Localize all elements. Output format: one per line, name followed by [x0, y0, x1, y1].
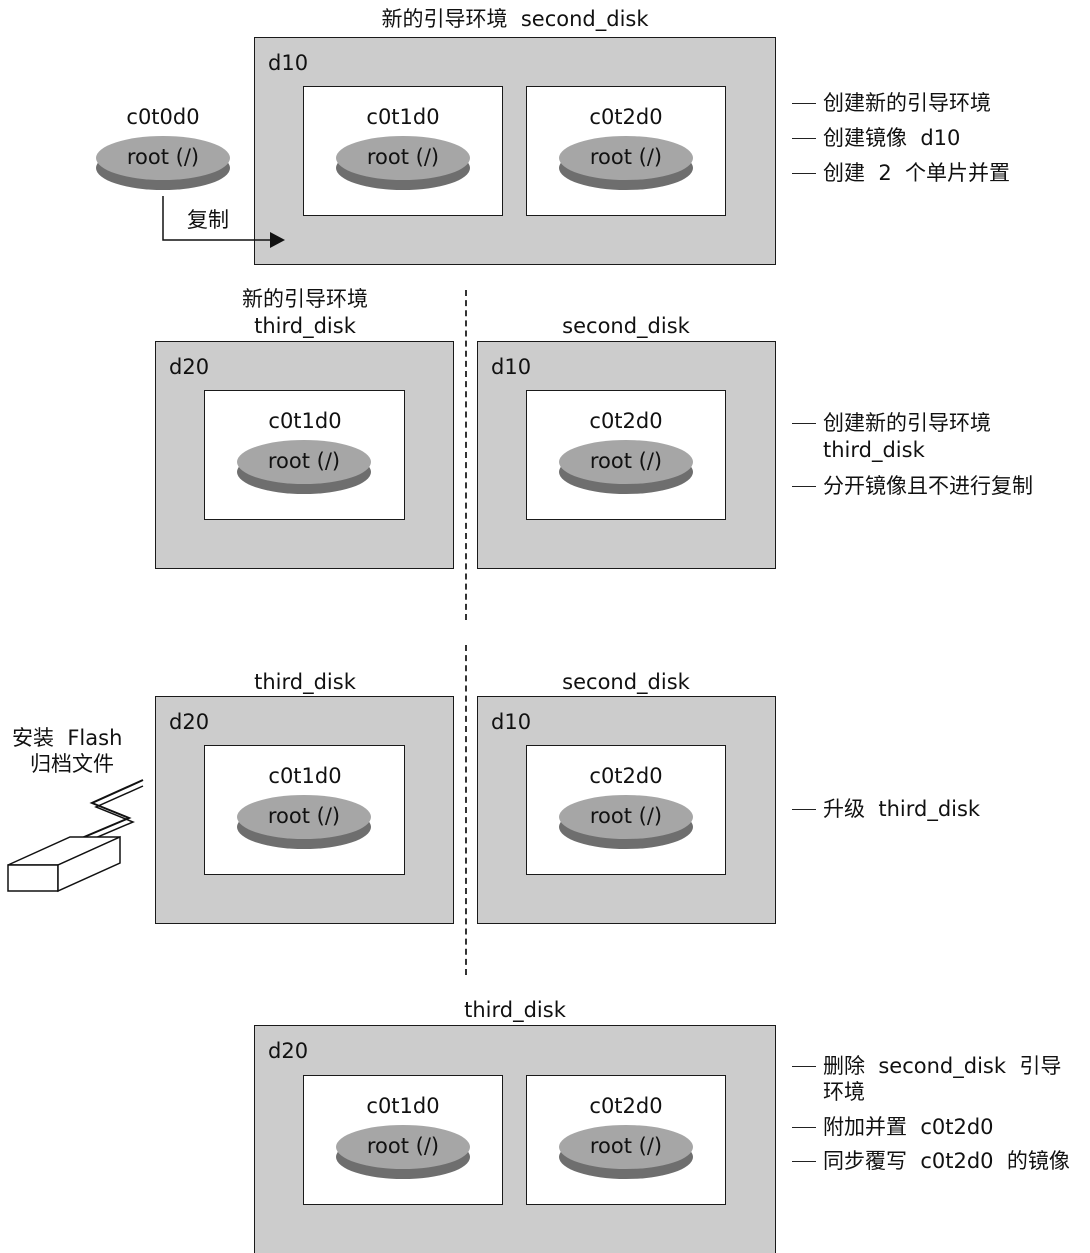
section1-title: 新的引导环境 second_disk — [381, 7, 649, 31]
section4-title: third_disk — [464, 998, 566, 1022]
disk-icon: root (/) — [237, 795, 371, 849]
note: 分开镜像且不进行复制 — [823, 474, 1033, 498]
left-title: third_disk — [254, 670, 356, 694]
right-title: second_disk — [562, 670, 690, 694]
mirror-label: d20 — [169, 355, 210, 379]
slice-label: c0t2d0 — [589, 409, 663, 433]
note-dash — [792, 103, 816, 104]
divider-line — [465, 290, 467, 620]
note: 删除 second_disk 引导 — [823, 1054, 1062, 1078]
disk-label: root (/) — [589, 449, 663, 473]
disk-icon: root (/) — [237, 440, 371, 494]
slice-label: c0t1d0 — [268, 764, 342, 788]
note-dash — [792, 1127, 816, 1128]
mirror-label: d10 — [491, 355, 532, 379]
note-dash — [792, 1066, 816, 1067]
slice-label: c0t1d0 — [366, 1094, 440, 1118]
note-dash — [792, 173, 816, 174]
note-dash — [792, 138, 816, 139]
note: 升级 third_disk — [823, 797, 981, 821]
note: 附加并置 c0t2d0 — [823, 1115, 994, 1139]
mirror-label: d20 — [169, 710, 210, 734]
slice-label: c0t2d0 — [589, 764, 663, 788]
flash-label: 归档文件 — [30, 752, 114, 776]
slice-label: c0t1d0 — [366, 105, 440, 129]
note-dash — [792, 1161, 816, 1162]
note: 创建新的引导环境 — [823, 411, 991, 435]
copy-label: 复制 — [187, 208, 229, 232]
mirror-label: d10 — [268, 51, 309, 75]
note: 创建镜像 d10 — [823, 126, 961, 150]
disk-label: root (/) — [589, 1134, 663, 1158]
flash-device-icon — [7, 835, 121, 893]
note: 创建 2 个单片并置 — [823, 161, 1011, 185]
note: third_disk — [823, 438, 925, 462]
divider-line — [465, 645, 467, 975]
slice-label: c0t2d0 — [589, 1094, 663, 1118]
note-dash — [792, 809, 816, 810]
disk-label: root (/) — [366, 1134, 440, 1158]
copy-arrow — [162, 196, 285, 248]
disk-icon: root (/) — [336, 136, 470, 190]
slice-label: c0t2d0 — [589, 105, 663, 129]
left-title: third_disk — [254, 314, 356, 338]
note: 同步覆写 c0t2d0 的镜像 — [823, 1149, 1070, 1173]
disk-label: root (/) — [126, 145, 200, 169]
disk-label: root (/) — [366, 145, 440, 169]
left-title: 新的引导环境 — [242, 287, 368, 311]
note: 环境 — [823, 1080, 865, 1104]
source-slice-label: c0t0d0 — [126, 105, 200, 129]
disk-label: root (/) — [267, 804, 341, 828]
disk-icon: root (/) — [559, 136, 693, 190]
disk-label: root (/) — [589, 804, 663, 828]
note-dash — [792, 423, 816, 424]
disk-label: root (/) — [267, 449, 341, 473]
disk-icon: root (/) — [559, 795, 693, 849]
source-disk-icon: root (/) — [96, 136, 230, 190]
mirror-label: d10 — [491, 710, 532, 734]
note: 创建新的引导环境 — [823, 91, 991, 115]
flash-label: 安装 Flash — [12, 726, 123, 750]
right-title: second_disk — [562, 314, 690, 338]
disk-icon: root (/) — [559, 440, 693, 494]
disk-icon: root (/) — [336, 1125, 470, 1179]
mirror-label: d20 — [268, 1039, 309, 1063]
note-dash — [792, 486, 816, 487]
disk-icon: root (/) — [559, 1125, 693, 1179]
slice-label: c0t1d0 — [268, 409, 342, 433]
disk-label: root (/) — [589, 145, 663, 169]
